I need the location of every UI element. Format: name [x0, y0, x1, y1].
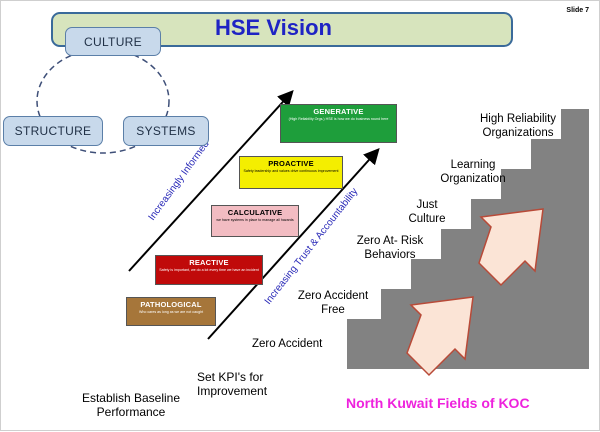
- step-zero-accident-free: Zero Accident Free: [297, 290, 369, 316]
- arrow-informed: [128, 90, 294, 272]
- stage-description: Safety is important, we do a lot every t…: [159, 268, 259, 272]
- systems-pill: SYSTEMS: [123, 116, 209, 146]
- step-arrow-lower: [406, 296, 474, 377]
- stage-description: (High Reliability Orgs.) HSE is how we d…: [288, 117, 389, 121]
- stage-calculative: CALCULATIVE we have systems in place to …: [211, 205, 299, 237]
- kpi-label: Set KPI's for Improvement: [197, 370, 268, 398]
- structure-pill: STRUCTURE: [3, 116, 103, 146]
- stage-name: PROACTIVE: [268, 159, 314, 168]
- arrow-trust: [207, 148, 380, 340]
- stage-name: GENERATIVE: [313, 107, 364, 116]
- culture-label: CULTURE: [84, 34, 142, 49]
- stage-reactive: REACTIVE Safety is important, we do a lo…: [155, 255, 263, 285]
- stage-description: Safety leadership and values drive conti…: [243, 169, 339, 173]
- slide-number: Slide 7: [566, 7, 589, 14]
- stage-pathological: PATHOLOGICAL Who cares as long as we are…: [126, 297, 216, 326]
- vision-title: HSE Vision: [215, 15, 332, 40]
- step-zero-at-risk: Zero At- Risk Behaviors: [356, 235, 424, 261]
- step-just-culture: Just Culture: [408, 199, 446, 225]
- step-arrow-upper: [478, 208, 544, 287]
- stage-generative: GENERATIVE (High Reliability Orgs.) HSE …: [280, 104, 397, 143]
- staircase: [347, 109, 589, 369]
- stage-description: we have systems in place to manage all h…: [216, 218, 294, 222]
- stage-proactive: PROACTIVE Safety leadership and values d…: [239, 156, 343, 189]
- step-learning-organization: Learning Organization: [440, 159, 506, 185]
- step-zero-accident: Zero Accident: [252, 338, 323, 350]
- koc-footer: North Kuwait Fields of KOC: [346, 395, 530, 411]
- stage-name: PATHOLOGICAL: [140, 300, 202, 309]
- step-high-reliability: High Reliability Organizations: [479, 113, 557, 139]
- stage-name: CALCULATIVE: [227, 208, 283, 217]
- baseline-label: Establish Baseline Performance: [81, 391, 181, 419]
- stage-name: REACTIVE: [189, 258, 229, 267]
- stage-description: Who cares as long as we are not caught: [138, 310, 204, 314]
- culture-pill: CULTURE: [65, 27, 161, 56]
- structure-label: STRUCTURE: [14, 124, 92, 138]
- systems-label: SYSTEMS: [136, 124, 196, 138]
